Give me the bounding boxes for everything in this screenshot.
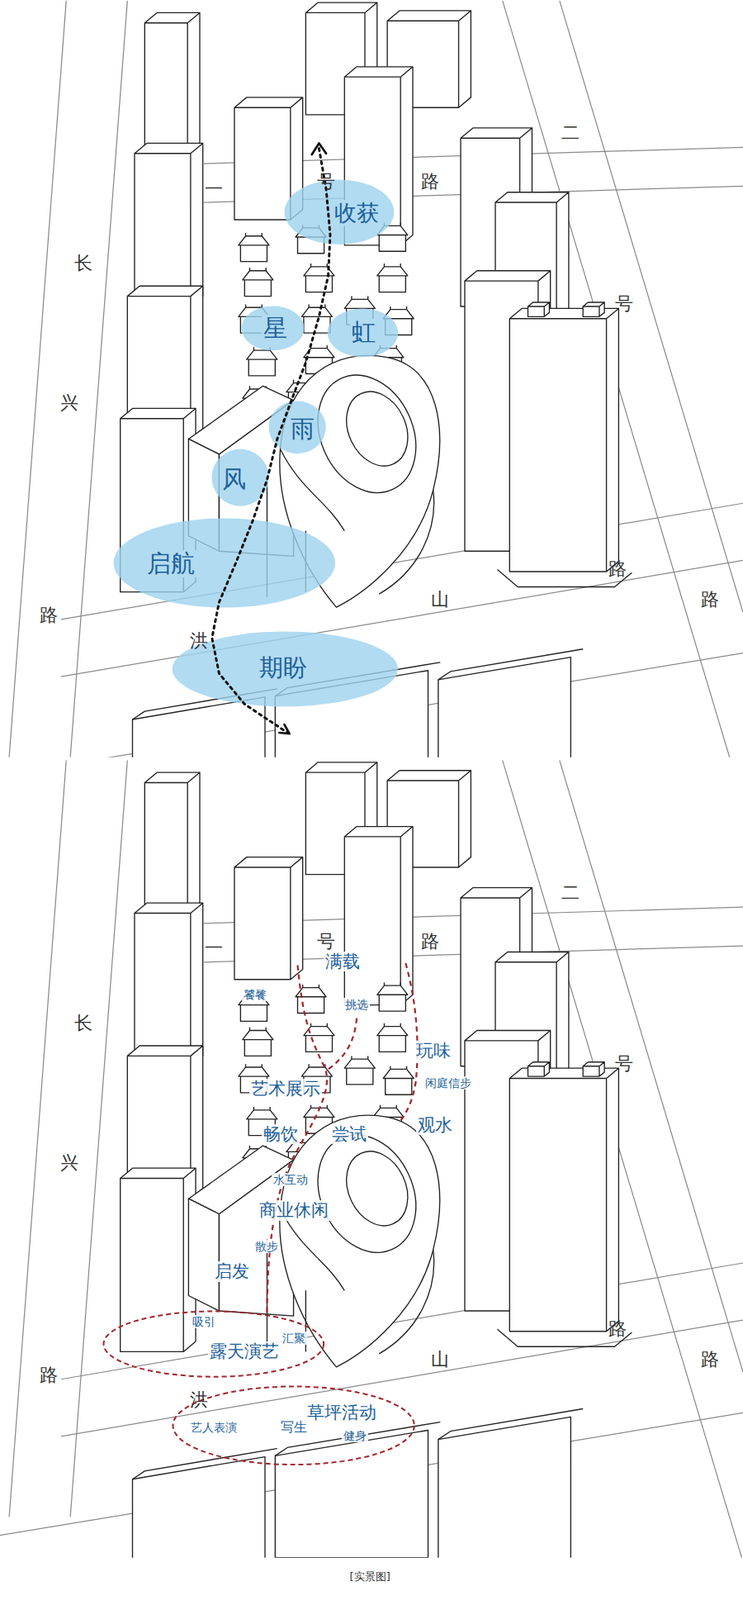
street-name: 路 [37, 1363, 60, 1385]
zone-label: 健身 [341, 1428, 369, 1442]
activity-label: 散步 [253, 1239, 280, 1253]
street-name: 山 [429, 1348, 451, 1369]
zone-label: 期盼 [257, 653, 309, 682]
activity-label: 满载 [323, 951, 362, 971]
zone-label: 汇聚 [280, 1330, 308, 1345]
journey-zone: 虹 [326, 307, 400, 359]
street-name: 路 [699, 588, 721, 610]
street-name: 号 [613, 293, 635, 314]
street-name: 二 [559, 122, 582, 143]
street-name: 路 [699, 1348, 721, 1369]
activity-zone: 吸引露天演艺汇聚 [102, 1309, 326, 1378]
street-name: 洪 [188, 629, 210, 651]
activity-zone: 草坪活动艺人表演 写生健身 [171, 1384, 416, 1466]
activity-label: 水互动 [271, 1172, 310, 1186]
street-name: 号 [315, 930, 337, 952]
street-name: 兴 [58, 392, 81, 413]
street-name: 二 [559, 881, 582, 903]
street-name: 长 [72, 252, 95, 274]
activity-label: 畅饮 [261, 1123, 300, 1144]
street-name: 洪 [188, 1388, 210, 1410]
street-name: 兴 [58, 1151, 81, 1173]
activity-label: 尝试 [330, 1123, 369, 1144]
activity-label: 饕餮 [241, 987, 269, 1001]
journey-zone: 收获 [283, 178, 396, 246]
zone-label: 露天演艺 [208, 1340, 281, 1361]
zone-label: 雨 [288, 415, 317, 443]
street-name: 号 [315, 170, 337, 192]
zone-label: 艺人表演 [189, 1419, 239, 1434]
street-name: 山 [429, 588, 451, 610]
street-name: 一 [203, 178, 225, 199]
activity-label: 艺术展示 [249, 1078, 322, 1098]
street-name: 路 [419, 930, 441, 952]
activity-label: 观水 [416, 1114, 455, 1135]
activity-label: 玩味 [414, 1040, 453, 1061]
street-name: 路 [606, 558, 629, 579]
zone-label: 收获 [332, 199, 381, 226]
figure-caption: [实景图] [348, 1570, 393, 1583]
zone-label: 风 [220, 465, 248, 493]
journey-path [212, 148, 331, 733]
journey-zone: 星 [240, 304, 306, 352]
street-name: 路 [606, 1317, 629, 1339]
activity-label: 启发 [212, 1260, 251, 1281]
street-name: 长 [72, 1012, 95, 1033]
zone-label: 写生 [279, 1419, 309, 1434]
activity-label: 闲庭信步 [423, 1075, 474, 1089]
journey-zone: 雨 [267, 399, 327, 455]
street-name: 路 [419, 170, 441, 192]
journey-zone: 启航 [112, 516, 337, 609]
street-name: 路 [37, 604, 60, 625]
zone-label: 草坪活动 [305, 1401, 379, 1422]
activity-path [328, 1017, 358, 1070]
zone-label: 星 [261, 314, 289, 342]
activity-label: 商业休闲 [257, 1199, 331, 1220]
street-name: 号 [613, 1052, 635, 1074]
zone-label: 吸引 [190, 1314, 218, 1328]
street-name: 一 [203, 937, 225, 958]
zone-label: 启航 [145, 549, 197, 578]
journey-zone: 风 [210, 447, 270, 507]
zone-label: 虹 [350, 318, 378, 346]
arrow-head [312, 142, 327, 155]
arrow-head [279, 724, 289, 734]
activity-label: 挑选 [343, 997, 370, 1011]
